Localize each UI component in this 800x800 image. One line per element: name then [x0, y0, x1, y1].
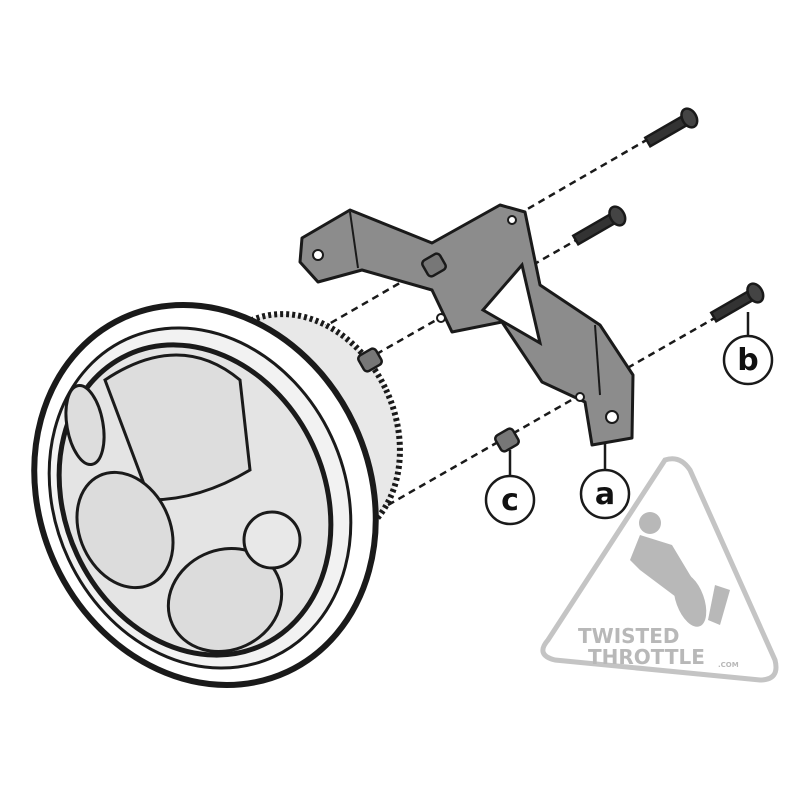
spacer	[494, 427, 520, 453]
mounting-bracket	[298, 203, 635, 447]
rider-silhouette-icon	[630, 512, 730, 627]
watermark-line2: THROTTLE	[588, 645, 705, 669]
spacer	[421, 252, 447, 278]
callout-b-label: b	[737, 343, 758, 378]
bolt	[643, 107, 699, 149]
bolts	[571, 107, 765, 324]
bolt	[709, 282, 765, 324]
callout-a-label: a	[595, 477, 615, 512]
callout-c-label: c	[501, 483, 519, 518]
bolt	[571, 205, 627, 247]
callout-a: a	[579, 443, 631, 520]
headlight	[31, 302, 403, 688]
twisted-throttle-watermark: TWISTED THROTTLE .COM	[540, 456, 779, 683]
callout-b: b	[722, 312, 774, 386]
callout-c: c	[484, 450, 536, 526]
spacer	[357, 347, 383, 373]
watermark-suffix: .COM	[718, 661, 739, 669]
watermark-line1: TWISTED	[578, 624, 679, 648]
spacers	[357, 252, 520, 453]
